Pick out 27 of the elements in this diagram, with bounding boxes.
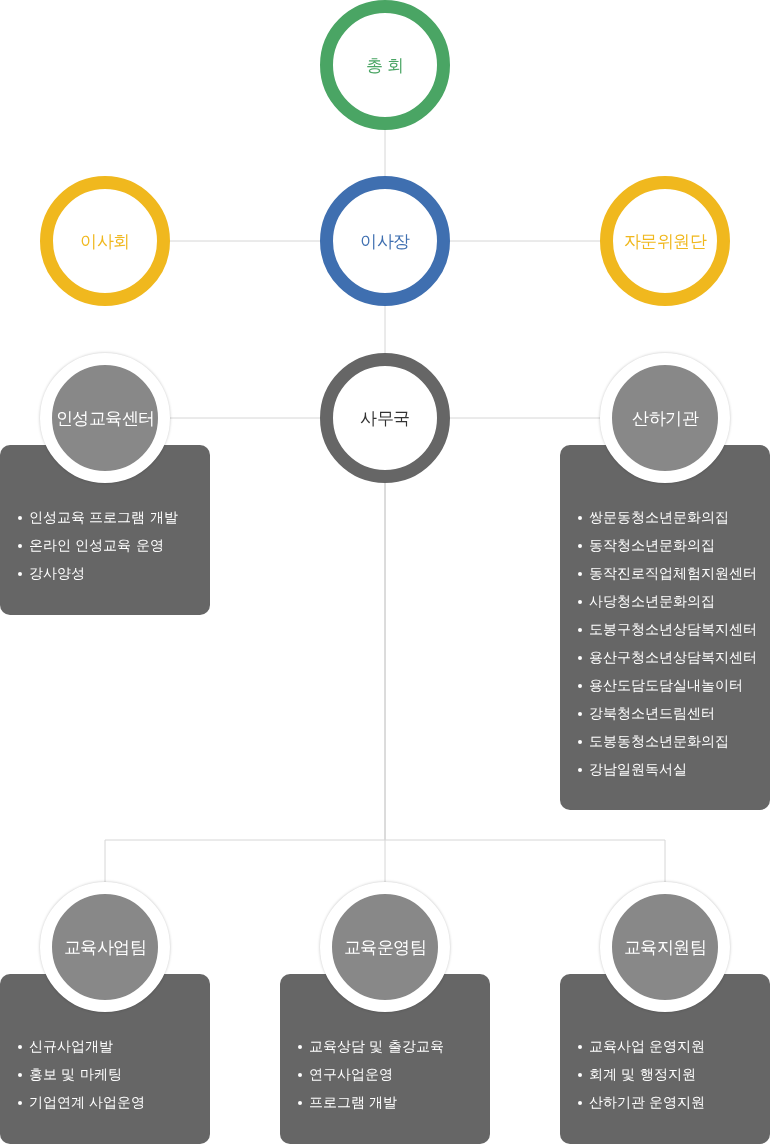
- list-item: 홍보 및 마케팅: [18, 1060, 122, 1088]
- list-item: 신규사업개발: [18, 1032, 113, 1060]
- ring-circle: 총 회: [320, 0, 450, 130]
- list-item: 사당청소년문화의집: [578, 587, 715, 615]
- ring-circle: 이사회: [40, 176, 170, 306]
- list-item: 강북청소년드림센터: [578, 699, 715, 727]
- list-item: 동작청소년문화의집: [578, 531, 715, 559]
- list-item: 도봉구청소년상담복지센터: [578, 615, 757, 643]
- list-item: 회계 및 행정지원: [578, 1060, 696, 1088]
- list-item: 도봉동청소년문화의집: [578, 727, 729, 755]
- list-item: 용산구청소년상담복지센터: [578, 643, 757, 671]
- list-item: 교육상담 및 출강교육: [298, 1032, 444, 1060]
- list-item: 산하기관 운영지원: [578, 1088, 706, 1116]
- list-item: 인성교육 프로그램 개발: [18, 503, 178, 531]
- list-item: 강사양성: [18, 559, 85, 587]
- list-item: 연구사업운영: [298, 1060, 393, 1088]
- list-item: 쌍문동청소년문화의집: [578, 503, 729, 531]
- list-item: 프로그램 개발: [298, 1088, 398, 1116]
- list-item: 동작진로직업체험지원센터: [578, 559, 757, 587]
- list-item: 교육사업 운영지원: [578, 1032, 706, 1060]
- list-item: 용산도담도담실내놀이터: [578, 671, 743, 699]
- list-item: 강남일원독서실: [578, 755, 687, 783]
- ring-circle: 이사장: [320, 176, 450, 306]
- ring-circle: 사무국: [320, 353, 450, 483]
- list-item: 기업연계 사업운영: [18, 1088, 146, 1116]
- ring-circle: 자문위원단: [600, 176, 730, 306]
- list-item: 온라인 인성교육 운영: [18, 531, 164, 559]
